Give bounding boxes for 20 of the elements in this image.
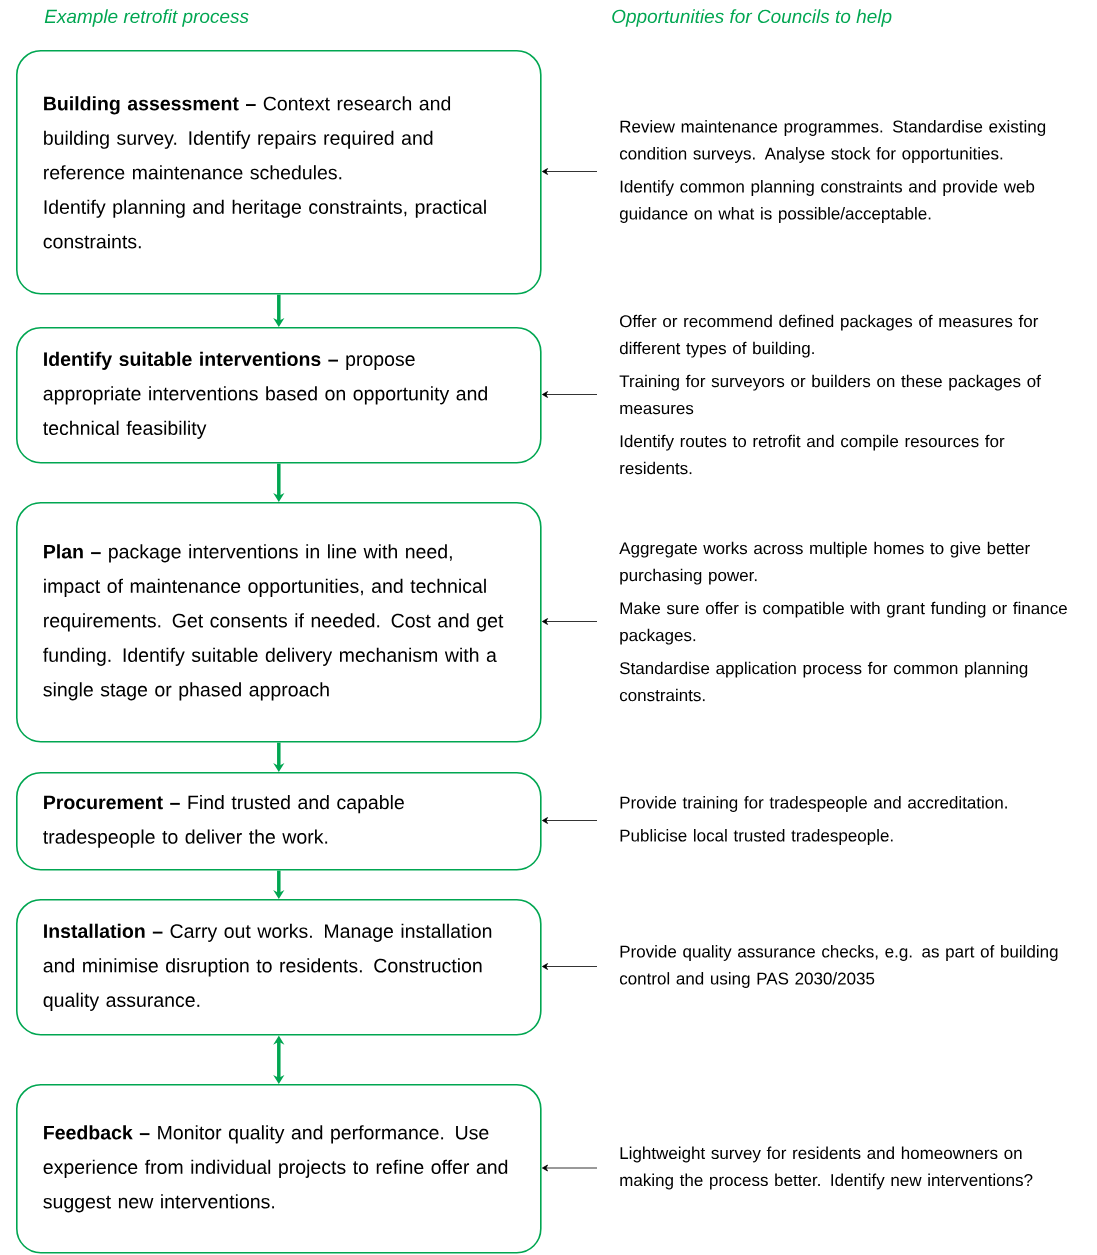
note-text: Aggregate works across multiple homes to give better purchasing power. Make sure offer is compatible with grant funding or finance packages. Standardise application process for common planning constraints.	[619, 541, 1067, 702]
note-text: Provide training for tradespeople and accreditation. Publicise local trusted tradespeople.	[620, 796, 1007, 845]
process-box: Installation – Carry out works. Manage installation and minimise disruption to residents. Construction quality assurance.	[16, 899, 542, 1036]
arrow	[542, 1164, 598, 1172]
arrow	[542, 963, 598, 970]
heading: Opportunities for Councils to help	[612, 9, 892, 27]
process-box: Plan – package interventions in line with need, impact of maintenance opportunities, and technical requirements. Get consents if needed. Cost and get funding. Identify suitable delivery mechanism with a single stage or phased approach	[16, 502, 542, 743]
note-text: Review maintenance programmes. Standardise existing condition surveys. Analyse stock for opportunities. Identify common planning constraints and provide web guidance on what is possible/acceptable.	[619, 120, 1046, 223]
process-box: Building assessment – Context research and building survey. Identify repairs required and reference maintenance schedules. Identify planning and heritage constraints, practical constraints.	[16, 50, 542, 295]
note-text: Lightweight survey for residents and homeowners on making the process better. Identify new interventions?	[620, 1146, 1033, 1190]
heading: Example retrofit process	[44, 9, 249, 27]
process-box: Procurement – Find trusted and capable tradespeople to deliver the work.	[16, 772, 542, 871]
arrow	[542, 168, 598, 175]
note-text: Offer or recommend defined packages of measures for different types of building. Training for surveyors or builders on these packages of measures Identify routes to retrofit and compile resources for residents.	[619, 314, 1041, 475]
arrow	[542, 817, 598, 824]
process-box: Feedback – Monitor quality and performance. Use experience from individual projects to refine offer and suggest new interventions.	[16, 1084, 542, 1254]
note-text: Provide quality assurance checks, e.g. as part of building control and using PAS 2030/2035	[619, 945, 1058, 988]
process-box: Identify suitable interventions – propose appropriate interventions based on opportunity and technical feasibility	[16, 327, 542, 464]
arrow	[542, 391, 598, 398]
arrow	[542, 618, 598, 625]
